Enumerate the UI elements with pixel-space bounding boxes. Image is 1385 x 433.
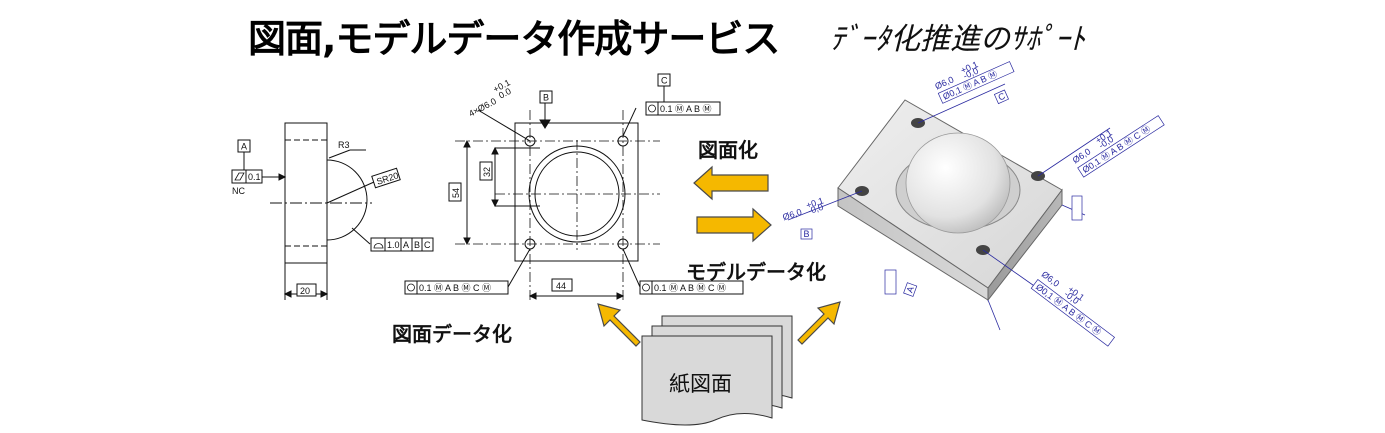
position-frame-bottom-left: 0.1 Ⓜ A B Ⓜ C Ⓜ <box>404 280 509 295</box>
arrow-paper-to-drawing <box>597 303 641 347</box>
arrow-to-drawing <box>693 165 769 201</box>
pmi-datum-a-label: A <box>904 285 915 294</box>
flatness-frame: 0.1 <box>231 169 263 184</box>
flatness-icon <box>234 172 245 181</box>
dim-32-value: 32 <box>482 167 492 177</box>
dim-54-box: 54 <box>448 182 462 202</box>
paper-sheet-front <box>641 335 773 426</box>
front-view-drawing <box>455 86 665 300</box>
datum-b-label: B <box>543 93 549 103</box>
dim-32-box: 32 <box>479 161 493 181</box>
width-dim-box: 20 <box>296 283 317 297</box>
position-icon <box>407 283 415 292</box>
pmi-side-frame <box>1071 195 1083 221</box>
model-dome <box>905 132 1011 234</box>
pmi-label-left: Ø6,0 +0,1 -0,0 <box>781 195 825 223</box>
pos-bl-refs: Ⓜ A B Ⓜ C Ⓜ <box>434 283 491 293</box>
sr20-frame: SR20 <box>371 167 401 189</box>
position-frame-bottom-right: 0.1 Ⓜ A B Ⓜ C Ⓜ <box>639 280 744 295</box>
pmi-label-bottom: Ø6,0 +0,1 -0,0 Ø0,1 Ⓜ A B Ⓜ C Ⓜ <box>1030 269 1116 347</box>
position-frame-top: 0.1 Ⓜ A B Ⓜ <box>645 101 721 116</box>
paper-drawing-stack <box>641 315 793 426</box>
dim-44-box: 44 <box>551 278 573 292</box>
profile-value: 1.0 <box>387 240 400 250</box>
position-icon <box>648 104 656 113</box>
r3-label: R3 <box>338 140 350 150</box>
pmi-datum-b-label: B <box>804 229 810 239</box>
pos-bl-value: 0.1 <box>419 283 432 293</box>
pos-br-refs: Ⓜ A B Ⓜ C Ⓜ <box>669 283 726 293</box>
datum-b-frame: B <box>539 90 553 104</box>
label-model-data: モデルデータ化 <box>686 260 826 284</box>
side-view-drawing <box>243 122 375 300</box>
dim-44-value: 44 <box>556 281 566 291</box>
profile-frame: 1.0 A B C <box>370 237 434 252</box>
datum-c-frame: C <box>657 73 671 87</box>
side-view-dome <box>326 159 368 241</box>
pmi-label-right: Ø6,0 +0,1 -0,0 Ø0,1 Ⓜ A B Ⓜ C Ⓜ <box>1071 115 1165 178</box>
hole-count-label: 4×Ø6.0 <box>467 96 498 119</box>
pmi-left-tol-low: -0,0 <box>807 202 825 216</box>
label-drawing-data: 図面データ化 <box>392 322 512 346</box>
flatness-value: 0.1 <box>248 172 261 182</box>
pos-top-refs: Ⓜ A B Ⓜ <box>675 104 712 114</box>
dim-54-value: 54 <box>451 188 461 198</box>
page-title: 図面,モデルデータ作成サービス <box>248 17 780 61</box>
model-3d-view <box>837 99 1063 302</box>
pos-top-value: 0.1 <box>660 104 673 114</box>
pmi-datum-c-label: C <box>997 91 1007 103</box>
label-drawing: 図面化 <box>698 138 758 162</box>
front-view-body <box>514 122 639 262</box>
datum-a-frame: A <box>237 139 251 153</box>
pmi-datum-c: C <box>993 89 1009 105</box>
label-paper-drawing: 紙図面 <box>669 372 732 396</box>
pmi-left-dim: Ø6,0 <box>781 207 803 223</box>
position-icon <box>642 283 650 292</box>
arrow-paper-to-model <box>797 301 841 345</box>
arrow-to-model <box>696 207 772 243</box>
page-subtitle: ﾃﾞｰﾀ化推進のｻﾎﾟｰﾄ <box>830 22 1085 57</box>
hole-callout: 4×Ø6.0 +0.1 0.0 <box>467 77 513 118</box>
nc-note: NC <box>232 186 245 196</box>
datum-c-label: C <box>661 76 668 86</box>
profile-ref-c: C <box>424 240 431 250</box>
pmi-datum-a: A <box>884 195 1083 297</box>
pmi-right-pos: Ø0,1 Ⓜ A B Ⓜ C Ⓜ <box>1080 124 1152 175</box>
pos-br-value: 0.1 <box>654 283 667 293</box>
width-value: 20 <box>300 286 310 296</box>
profile-ref-b: B <box>414 240 420 250</box>
pmi-flatness-frame <box>884 269 897 295</box>
datum-a-label: A <box>241 142 247 152</box>
side-view-body <box>284 122 328 264</box>
profile-ref-a: A <box>403 240 409 250</box>
profile-icon <box>373 243 384 249</box>
pmi-datum-b: B <box>800 228 813 240</box>
